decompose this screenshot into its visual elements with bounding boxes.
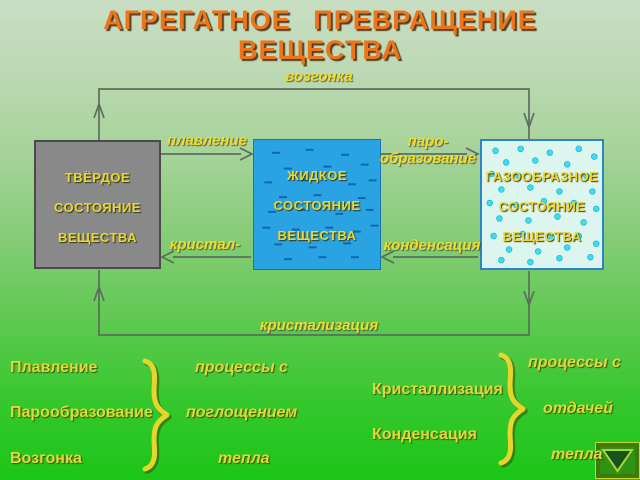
arrow-crystallization-loop: [93, 270, 535, 336]
absorb-item-melting: Плавление: [10, 359, 98, 376]
gas-dots-texture: [486, 145, 600, 266]
label-condensation: конденсация: [383, 237, 481, 254]
down-triangle-icon: [601, 449, 634, 473]
label-crystallization-short: кристал-: [169, 236, 241, 253]
label-crystallization-loop: кристализация: [259, 317, 379, 334]
solid-state-label: ТВЁРДОЕ СОСТОЯНИЕ ВЕЩЕСТВА: [53, 170, 142, 245]
next-slide-button[interactable]: [596, 443, 639, 478]
label-vaporization: паро- образование: [379, 133, 477, 167]
arrow-condensation: [380, 250, 478, 264]
arrow-melting: [161, 147, 254, 161]
absorb-phrase-line3: тепла: [218, 450, 270, 467]
absorb-item-vaporization: Парообразование: [10, 404, 153, 421]
brace-icon: [498, 352, 528, 468]
gas-state-box: ГАЗООБРАЗНОЕ СОСТОЯНИЕ ВЕЩЕСТВА: [480, 139, 604, 270]
arrow-vaporization: [381, 147, 480, 161]
absorb-phrase-line1: процессы с: [195, 359, 288, 376]
gas-state-label: ГАЗООБРАЗНОЕ СОСТОЯНИЕ ВЕЩЕСТВА: [485, 169, 599, 244]
absorb-phrase-line2: поглощением: [186, 404, 298, 421]
release-phrase-line2: отдачей: [543, 400, 613, 417]
absorb-item-sublimation: Возгонка: [10, 450, 82, 467]
slide-title: АГРЕГАТНОЕ ПРЕВРАЩЕНИЕ ВЕЩЕСТВА: [103, 5, 537, 65]
release-phrase-line1: процессы с: [528, 354, 621, 371]
liquid-dashes-texture: [262, 148, 379, 261]
arrow-sublimation: [93, 88, 535, 140]
label-melting: плавление: [167, 132, 247, 149]
liquid-state-box: ЖИДКОЕ СОСТОЯНИЕ ВЕЩЕСТВА: [253, 139, 381, 270]
solid-state-box: ТВЁРДОЕ СОСТОЯНИЕ ВЕЩЕСТВА: [34, 140, 161, 269]
brace-icon: [142, 358, 172, 474]
release-phrase-line3: тепла: [551, 446, 603, 463]
liquid-state-label: ЖИДКОЕ СОСТОЯНИЕ ВЕЩЕСТВА: [273, 168, 361, 243]
release-item-condensation: Конденсация: [372, 426, 477, 443]
arrow-crystallization-liquid-solid: [160, 250, 251, 264]
release-item-crystallization: Кристаллизация: [372, 381, 503, 398]
label-sublimation: возгонка: [285, 68, 353, 85]
